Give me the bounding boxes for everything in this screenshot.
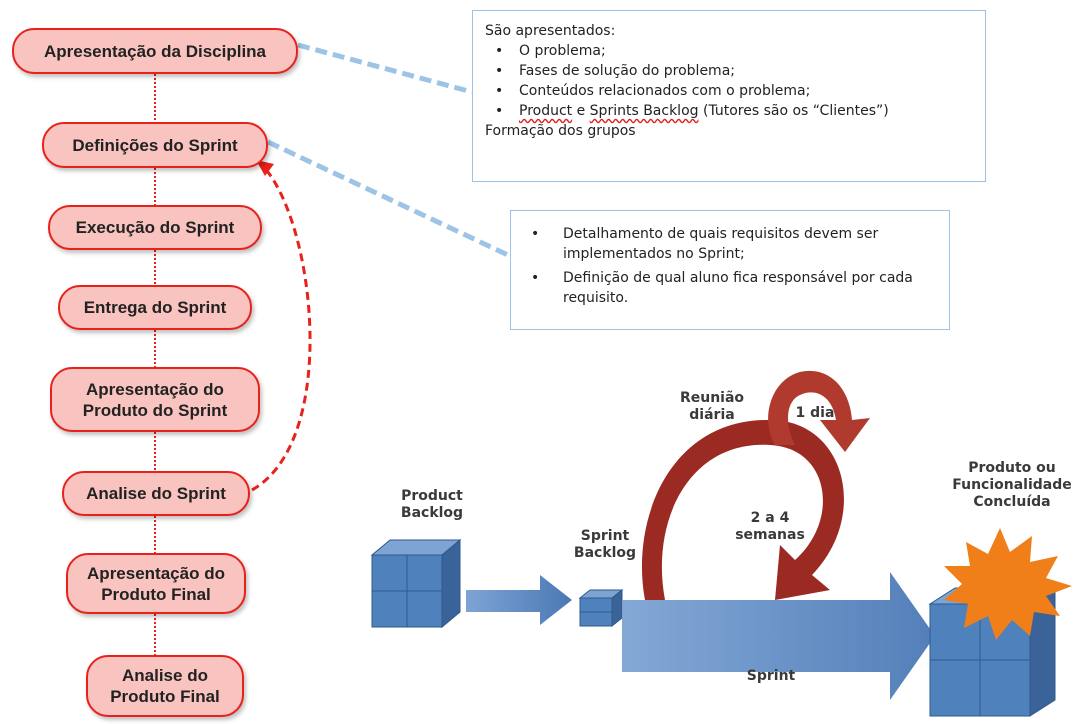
step-execucao-sprint: Execução do Sprint xyxy=(48,205,262,250)
backlog-arrow-icon xyxy=(466,575,572,625)
sprint-cycle-arrow-icon xyxy=(641,370,870,600)
step-analise-sprint: Analise do Sprint xyxy=(62,471,250,516)
loop-arrowhead xyxy=(256,160,274,176)
callout-presentation: São apresentados: O problema; Fases de s… xyxy=(472,10,986,182)
leader-line-1 xyxy=(297,42,473,95)
product-word: Product xyxy=(519,103,573,119)
label-product-backlog: Product Backlog xyxy=(400,488,464,521)
callout-footer: Formação dos grupos xyxy=(485,123,636,139)
step-apresentacao-produto-final: Apresentação do Produto Final xyxy=(66,553,246,614)
product-backlog-cube-icon xyxy=(370,538,462,629)
sprint-backlog-cube-icon xyxy=(578,588,624,628)
step-definicoes-sprint: Definições do Sprint xyxy=(42,122,268,168)
list-item: Product e Sprints Backlog (Tutores são o… xyxy=(485,101,973,121)
step-apresentacao-produto-sprint: Apresentação do Produto do Sprint xyxy=(50,367,260,432)
loop-back-arrow xyxy=(251,163,312,492)
completion-starburst-icon xyxy=(944,528,1072,640)
leader-line-2 xyxy=(266,139,512,259)
step-apresentacao-disciplina: Apresentação da Disciplina xyxy=(12,28,298,74)
callout-sprint-definition: Detalhamento de quais requisitos devem s… xyxy=(510,210,950,330)
sprint-arrow-icon xyxy=(622,572,935,700)
callout-heading: São apresentados: xyxy=(485,23,616,39)
label-weeks: 2 a 4 semanas xyxy=(735,510,805,543)
step-entrega-sprint: Entrega do Sprint xyxy=(58,285,252,330)
label-sprint: Sprint xyxy=(746,668,796,684)
list-item: Conteúdos relacionados com o problema; xyxy=(485,81,973,101)
label-one-day: 1 dia xyxy=(795,405,835,421)
conjunction: e xyxy=(572,103,590,119)
sprints-backlog-word: Sprints Backlog xyxy=(589,103,699,119)
label-completed-product: Produto ou Funcionalidade Concluída xyxy=(952,460,1072,510)
list-item: Fases de solução do problema; xyxy=(485,61,973,81)
list-item: Detalhamento de quais requisitos devem s… xyxy=(521,224,937,264)
list-item: O problema; xyxy=(485,41,973,61)
label-daily-meeting: Reunião diária xyxy=(679,390,745,423)
step-analise-produto-final: Analise do Produto Final xyxy=(86,655,244,717)
callout-list: O problema; Fases de solução do problema… xyxy=(485,41,973,121)
label-sprint-backlog: Sprint Backlog xyxy=(573,528,637,561)
item-rest: (Tutores são os “Clientes”) xyxy=(698,103,889,119)
list-item: Definição de qual aluno fica responsável… xyxy=(521,268,937,308)
callout-list: Detalhamento de quais requisitos devem s… xyxy=(521,224,937,308)
